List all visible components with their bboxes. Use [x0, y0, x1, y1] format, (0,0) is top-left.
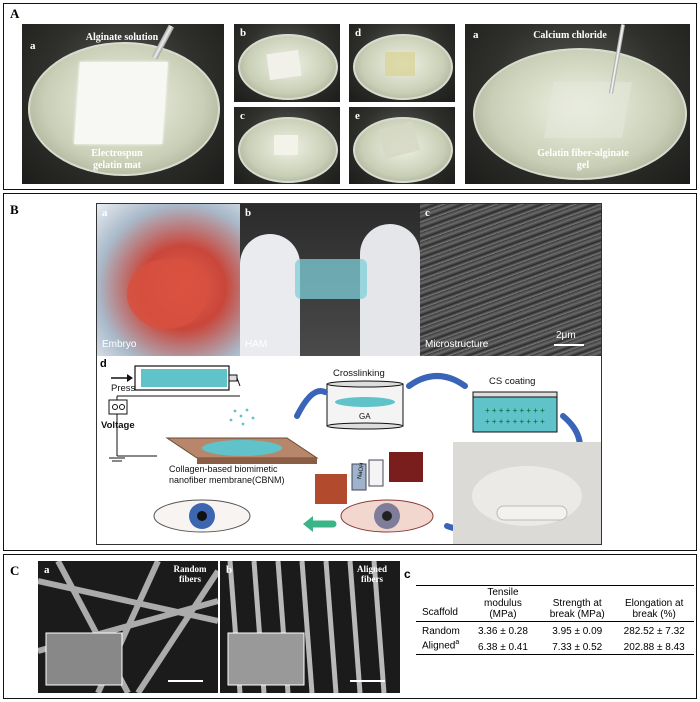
electrospun-mat-label: Electrospun gelatin mat: [91, 148, 143, 171]
subfig-label: a: [30, 40, 36, 52]
subfig-label: d: [355, 27, 362, 39]
subfig-label: a: [44, 564, 50, 576]
svg-text:+ + + + + + + + +: + + + + + + + + +: [485, 406, 545, 415]
gelatin-fiber-gel-label: Gelatin fiber-alginate gel: [537, 148, 629, 171]
subfig-label: a: [473, 29, 479, 41]
cell-scaffold: Random: [422, 626, 460, 637]
ga-label: GA: [359, 412, 371, 421]
voltage-source-icon: [108, 395, 240, 462]
panel-a: A a Alginate solution Electrospun gelati…: [3, 3, 697, 190]
random-fiber-lines: [38, 561, 218, 693]
header-strength: Strength at break (MPa): [549, 598, 605, 620]
gelatin-mat: [74, 62, 168, 144]
photo-electrospun-mat: a Alginate solution Electrospun gelatin …: [22, 24, 224, 184]
mat-sample: [266, 49, 302, 81]
cs-coating-jar: + + + + + + + + + + + + + + + + + +: [472, 391, 558, 433]
mechanical-properties-table: Scaffold Tensile modulus (MPa) Strength …: [416, 585, 694, 655]
sem-random-fibers: a Random fibers: [38, 561, 218, 693]
table-row: Random 3.36 ± 0.28 3.95 ± 0.09 282.52 ± …: [416, 622, 694, 639]
embryo-shape: [127, 259, 207, 329]
gel-sample: [385, 52, 415, 76]
table-row: Aligneda 6.38 ± 0.41 7.33 ± 0.52 202.88 …: [416, 638, 694, 655]
photo-embryo: a Embryo: [97, 204, 240, 356]
fabrication-diagram: d: [97, 356, 601, 544]
photo-step-e: e: [349, 107, 455, 184]
membrane-hand-photo: [453, 442, 601, 544]
random-fibers-label: Random fibers: [173, 564, 207, 585]
membrane-sheet: [295, 259, 367, 299]
table-header-row: Scaffold Tensile modulus (MPa) Strength …: [416, 585, 694, 622]
cs-coating-label: CS coating: [489, 376, 536, 387]
gel-sheet: [544, 82, 632, 138]
diagram-graphics: + + + + + + + + + + + + + + + + + +: [108, 365, 601, 544]
header-elongation: Elongation at break (%): [624, 598, 684, 620]
subfig-label: b: [226, 564, 233, 576]
scale-bar: [554, 344, 584, 346]
healthy-eye-icon: [153, 499, 251, 533]
scale-bar-label: 2μm: [556, 330, 576, 341]
press-label: Press: [111, 383, 136, 394]
glove-left: [240, 234, 300, 356]
injured-eye-icon: [340, 499, 434, 533]
panel-c-label: C: [10, 563, 20, 578]
chemical-icons: [315, 452, 423, 504]
panel-b: B a Embryo b HAM c Microstructure 2μm d: [3, 193, 697, 551]
subfig-label: c: [240, 110, 245, 122]
sem-aligned-fibers: b Aligned fibers: [220, 561, 400, 693]
ham-caption: HAM: [245, 339, 268, 350]
syringe-icon: [111, 365, 241, 391]
subfig-label: b: [245, 207, 252, 219]
cell-modulus: 6.38 ± 0.41: [477, 642, 528, 654]
aligned-fibers-label: Aligned fibers: [356, 564, 387, 585]
cell-strength: 7.33 ± 0.52: [552, 642, 603, 654]
subfig-label: a: [102, 207, 108, 219]
panel-b-label: B: [10, 202, 19, 217]
crosslinking-label: Crosslinking: [333, 368, 385, 379]
cell-strength: 3.95 ± 0.09: [552, 626, 603, 637]
calcium-chloride-label: Calcium chloride: [533, 30, 607, 41]
embryo-caption: Embryo: [102, 339, 137, 350]
subfig-label: e: [355, 110, 360, 122]
photo-step-b: b: [234, 24, 340, 102]
cell-scaffold: Aligneda: [416, 638, 466, 655]
mat-sample: [274, 135, 298, 155]
subfig-label: b: [240, 27, 247, 39]
footnote-marker: a: [455, 639, 460, 646]
cell-elongation: 202.88 ± 8.43: [623, 642, 685, 654]
arrow-head: [303, 516, 313, 532]
header-modulus: Tensile modulus (MPa): [484, 587, 522, 620]
photo-ham: b HAM: [240, 204, 420, 356]
subfig-label: c: [404, 567, 411, 581]
microstructure-caption: Microstructure: [425, 339, 489, 350]
photo-step-d: d: [349, 24, 455, 102]
scaffold-name: Aligned: [422, 640, 456, 652]
panel-c: C a Random fibers: [3, 554, 697, 699]
subfig-label: c: [425, 207, 430, 219]
spray-icon: [229, 408, 255, 426]
panel-a-label: A: [10, 6, 20, 21]
aligned-fiber-lines: [227, 561, 387, 693]
photo-microstructure: c Microstructure 2μm: [420, 204, 601, 356]
collector-plate: [165, 437, 319, 464]
glove-right: [360, 224, 420, 356]
photo-step-c: c: [234, 107, 340, 184]
panel-b-inner-frame: [96, 203, 602, 545]
crosslinking-jar: [326, 380, 404, 430]
membrane-label: Collagen-based biomimetic nanofiber memb…: [169, 464, 285, 485]
header-scaffold: Scaffold: [422, 607, 458, 618]
voltage-label: Voltage: [101, 420, 135, 431]
subfig-label: d: [100, 358, 107, 370]
cell-elongation: 282.52 ± 7.32: [623, 626, 685, 637]
svg-text:+ + + + + + + + +: + + + + + + + + +: [485, 417, 545, 426]
alginate-solution-label: Alginate solution: [85, 32, 159, 43]
cell-modulus: 3.36 ± 0.28: [477, 626, 528, 637]
photo-gel-formation: a Calcium chloride Gelatin fiber-alginat…: [465, 24, 690, 184]
